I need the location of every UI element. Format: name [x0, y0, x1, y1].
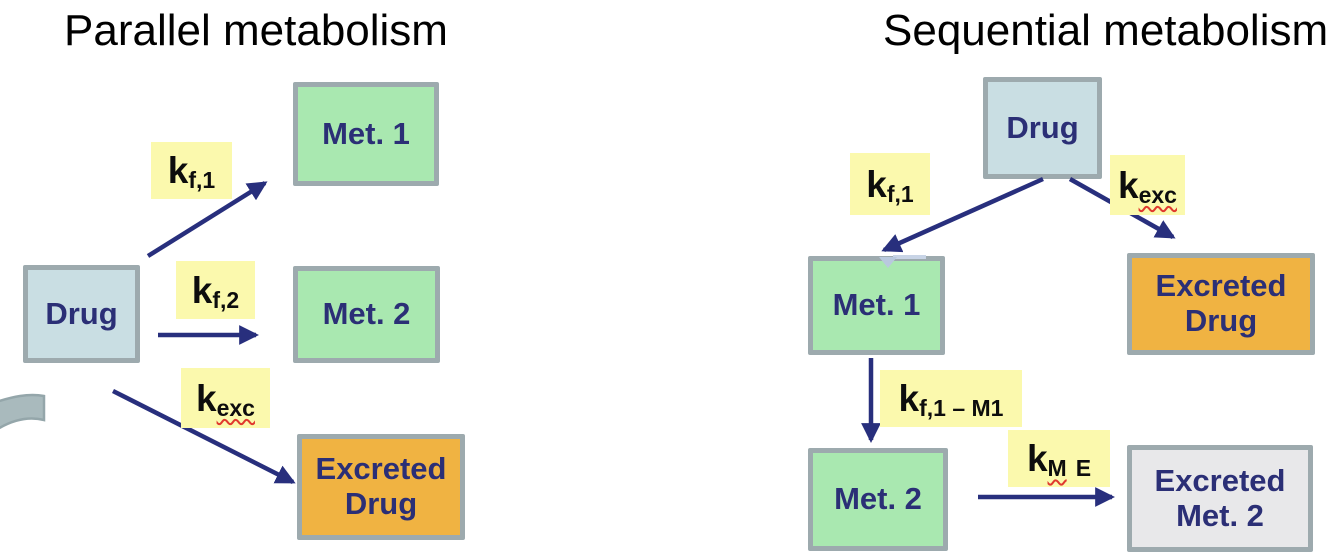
- rate-base: k: [196, 377, 217, 419]
- parallel-excreted-drug-label-line2: Drug: [344, 486, 418, 521]
- parallel-met1-label: Met. 1: [322, 115, 410, 151]
- arrow-shadow-artifact: [893, 255, 926, 259]
- sequential-met1-label: Met. 1: [832, 287, 921, 323]
- rate-subscript: f,2: [212, 286, 240, 313]
- arrowhead-shadow-artifact: [879, 257, 897, 268]
- parallel-panel-title: Parallel metabolism: [64, 6, 448, 55]
- parallel-met2-box: Met. 2: [293, 266, 440, 363]
- parallel-excreted-drug-box: Excreted Drug: [297, 434, 465, 540]
- rate-base: k: [866, 163, 887, 205]
- rate-base: k: [167, 150, 189, 191]
- sequential-panel-title: Sequential metabolism: [883, 6, 1329, 55]
- parallel-drug-label: Drug: [45, 295, 118, 331]
- sequential-drug-box: Drug: [983, 77, 1102, 179]
- rate-subscript: f,1: [886, 180, 914, 207]
- rate-base: k: [1026, 438, 1048, 479]
- sequential-excreted-drug-label-line2: Drug: [1184, 303, 1258, 338]
- parallel-met2-label: Met. 2: [322, 296, 411, 332]
- sequential-drug-label: Drug: [1006, 109, 1079, 145]
- rate-subscript-misspelled: exc: [1138, 181, 1177, 208]
- rate-subscript-misspelled: M: [1047, 455, 1067, 481]
- sequential-excreted-met2-label-line1: Excreted: [1154, 462, 1286, 498]
- rate-base: k: [1118, 164, 1139, 206]
- sequential-excreted-met2-box: Excreted Met. 2: [1127, 445, 1313, 552]
- parallel-met1-box: Met. 1: [293, 82, 439, 186]
- parallel-excreted-drug-label-line1: Excreted: [315, 451, 447, 487]
- rate-subscript: f,1 – M1: [919, 395, 1004, 421]
- parallel-drug-box: Drug: [23, 265, 140, 363]
- sequential-met2-label: Met. 2: [834, 481, 922, 517]
- rate-subscript: E: [1075, 455, 1092, 481]
- sequential-excreted-drug-label-line1: Excreted: [1155, 268, 1287, 304]
- rate-base: k: [898, 378, 920, 419]
- rate-subscript: f,1: [188, 167, 216, 193]
- rate-subscript-misspelled: exc: [216, 394, 255, 421]
- sequential-excreted-drug-box: Excreted Drug: [1127, 253, 1315, 355]
- decorative-arc-shape: [0, 393, 46, 430]
- sequential-excreted-met2-label-line2: Met. 2: [1176, 497, 1264, 533]
- sequential-met2-box: Met. 2: [808, 448, 948, 551]
- rate-base: k: [191, 269, 213, 311]
- sequential-met1-box: Met. 1: [808, 256, 945, 355]
